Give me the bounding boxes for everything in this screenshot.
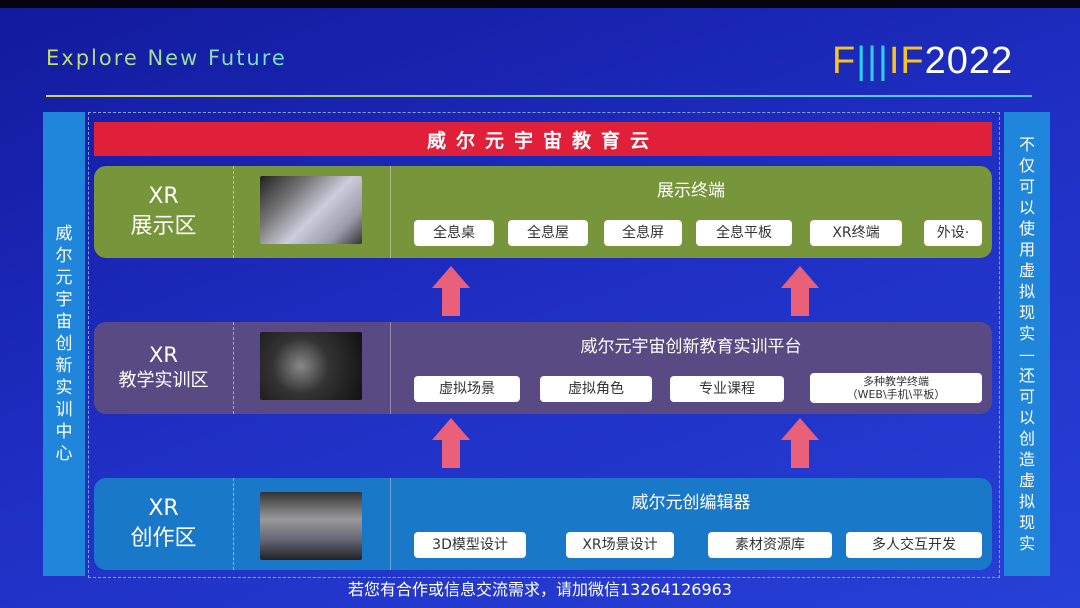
vertical-char: 还 — [1018, 366, 1035, 385]
vertical-char: 宇 — [55, 290, 73, 310]
vertical-char: 使 — [1018, 219, 1035, 238]
section-title: 威尔元创编辑器 — [631, 493, 751, 513]
chip: 多人交互开发 — [846, 532, 982, 558]
training-room-image — [260, 332, 362, 400]
vertical-char: — — [1019, 345, 1035, 364]
vertical-char: 虚 — [1018, 261, 1035, 280]
divider — [390, 478, 391, 570]
chip: 专业课程 — [670, 376, 784, 402]
vertical-char: 新 — [55, 356, 73, 376]
chip-multi-terminal: 多种教学终端（WEB\手机\平板） — [810, 373, 982, 403]
header-divider — [46, 95, 1032, 97]
chip: 外设· — [924, 220, 982, 246]
vertical-char: 虚 — [1018, 471, 1035, 490]
vertical-char: 创 — [1018, 429, 1035, 448]
vertical-char: 以 — [1018, 408, 1035, 427]
up-arrow-icon — [781, 266, 819, 316]
vertical-char: 宙 — [55, 312, 73, 332]
vertical-char: 元 — [55, 268, 73, 288]
right-vertical-label: 不仅可以使用虚拟现实—还可以创造虚拟现实 — [1004, 112, 1050, 576]
up-arrow-icon — [432, 266, 470, 316]
vertical-char: 拟 — [1018, 492, 1035, 511]
vertical-char: 尔 — [55, 246, 73, 266]
section-title: 展示终端 — [657, 181, 725, 201]
left-vertical-label: 威尔元宇宙创新实训中心 — [43, 112, 85, 576]
vertical-char: 训 — [55, 400, 73, 420]
vertical-char: 以 — [1018, 198, 1035, 217]
creation-room-image — [260, 492, 362, 560]
vertical-char: 可 — [1018, 177, 1035, 196]
vertical-char: 实 — [55, 378, 73, 398]
top-bar — [0, 0, 1080, 8]
chip: 3D模型设计 — [414, 532, 526, 558]
section-title: 威尔元宇宙创新教育实训平台 — [580, 337, 802, 357]
divider — [390, 166, 391, 258]
chip: 虚拟场景 — [414, 376, 520, 402]
chip: 虚拟角色 — [540, 376, 652, 402]
chip: 全息桌 — [414, 220, 494, 246]
chip: 全息屏 — [604, 220, 682, 246]
display-room-image — [260, 176, 362, 244]
vertical-char: 可 — [1018, 387, 1035, 406]
vertical-char: 实 — [1018, 534, 1035, 553]
contact-footer: 若您有合作或信息交流需求，请加微信13264126963 — [348, 580, 732, 599]
vertical-char: 实 — [1018, 324, 1035, 343]
vertical-char: 用 — [1018, 240, 1035, 259]
diagram-frame — [88, 112, 1000, 578]
vertical-char: 造 — [1018, 450, 1035, 469]
divider — [390, 322, 391, 414]
vertical-char: 心 — [55, 444, 73, 464]
chip: 全息屋 — [508, 220, 588, 246]
vertical-char: 仅 — [1018, 156, 1035, 175]
slide-tagline: Explore New Future — [46, 46, 287, 70]
chip: 素材资源库 — [708, 532, 832, 558]
up-arrow-icon — [781, 418, 819, 468]
chip: XR场景设计 — [566, 532, 674, 558]
vertical-char: 不 — [1018, 135, 1035, 154]
vertical-char: 中 — [55, 422, 73, 442]
vertical-char: 威 — [55, 224, 73, 244]
cloud-banner: 威尔元宇宙教育云 — [94, 122, 992, 156]
chip: XR终端 — [810, 220, 902, 246]
vertical-char: 现 — [1018, 513, 1035, 532]
chip: 全息平板 — [696, 220, 792, 246]
fmif-logo: F|||IF2022 — [832, 40, 1014, 82]
vertical-char: 创 — [55, 334, 73, 354]
vertical-char: 拟 — [1018, 282, 1035, 301]
vertical-char: 现 — [1018, 303, 1035, 322]
up-arrow-icon — [432, 418, 470, 468]
